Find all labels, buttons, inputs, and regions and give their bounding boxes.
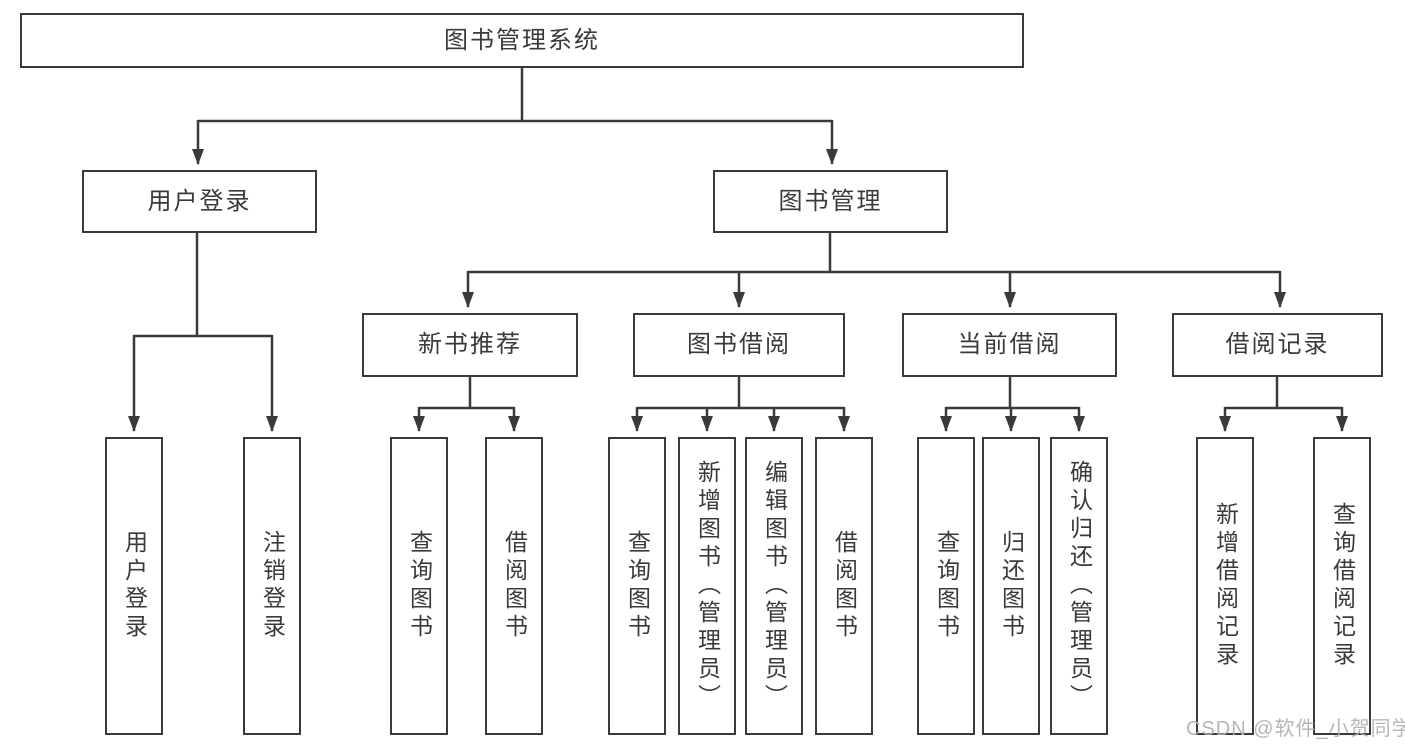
csdn-watermark: CSDN @软件_小贺同学: [1186, 718, 1405, 740]
leaf-node-logout: 注销登录: [243, 437, 301, 735]
leaf-node-user-login: 用户登录: [105, 437, 163, 735]
node-borrow-records: 借阅记录: [1172, 313, 1383, 377]
node-new-book-recommend: 新书推荐: [362, 313, 578, 377]
node-library-management-system: 图书管理系统: [20, 13, 1024, 68]
node-book-management: 图书管理: [713, 170, 948, 233]
node-current-borrow: 当前借阅: [902, 313, 1117, 377]
leaf-node-borrow-books-recommend: 借阅图书: [485, 437, 543, 735]
leaf-node-borrow-books: 借阅图书: [815, 437, 873, 735]
leaf-node-query-books-recommend: 查询图书: [390, 437, 448, 735]
leaf-node-query-books-borrow: 查询图书: [608, 437, 666, 735]
leaf-node-edit-books-admin: 编辑图书（管理员）: [745, 437, 803, 735]
node-user-login: 用户登录: [82, 170, 317, 233]
leaf-node-confirm-return-admin: 确认归还（管理员）: [1050, 437, 1108, 735]
leaf-node-query-books-current: 查询图书: [917, 437, 975, 735]
leaf-node-add-books-admin: 新增图书（管理员）: [678, 437, 736, 735]
leaf-node-return-books: 归还图书: [982, 437, 1040, 735]
leaf-node-query-borrow-record: 查询借阅记录: [1313, 437, 1371, 735]
leaf-node-add-borrow-record: 新增借阅记录: [1196, 437, 1254, 735]
node-book-borrow: 图书借阅: [633, 313, 845, 377]
